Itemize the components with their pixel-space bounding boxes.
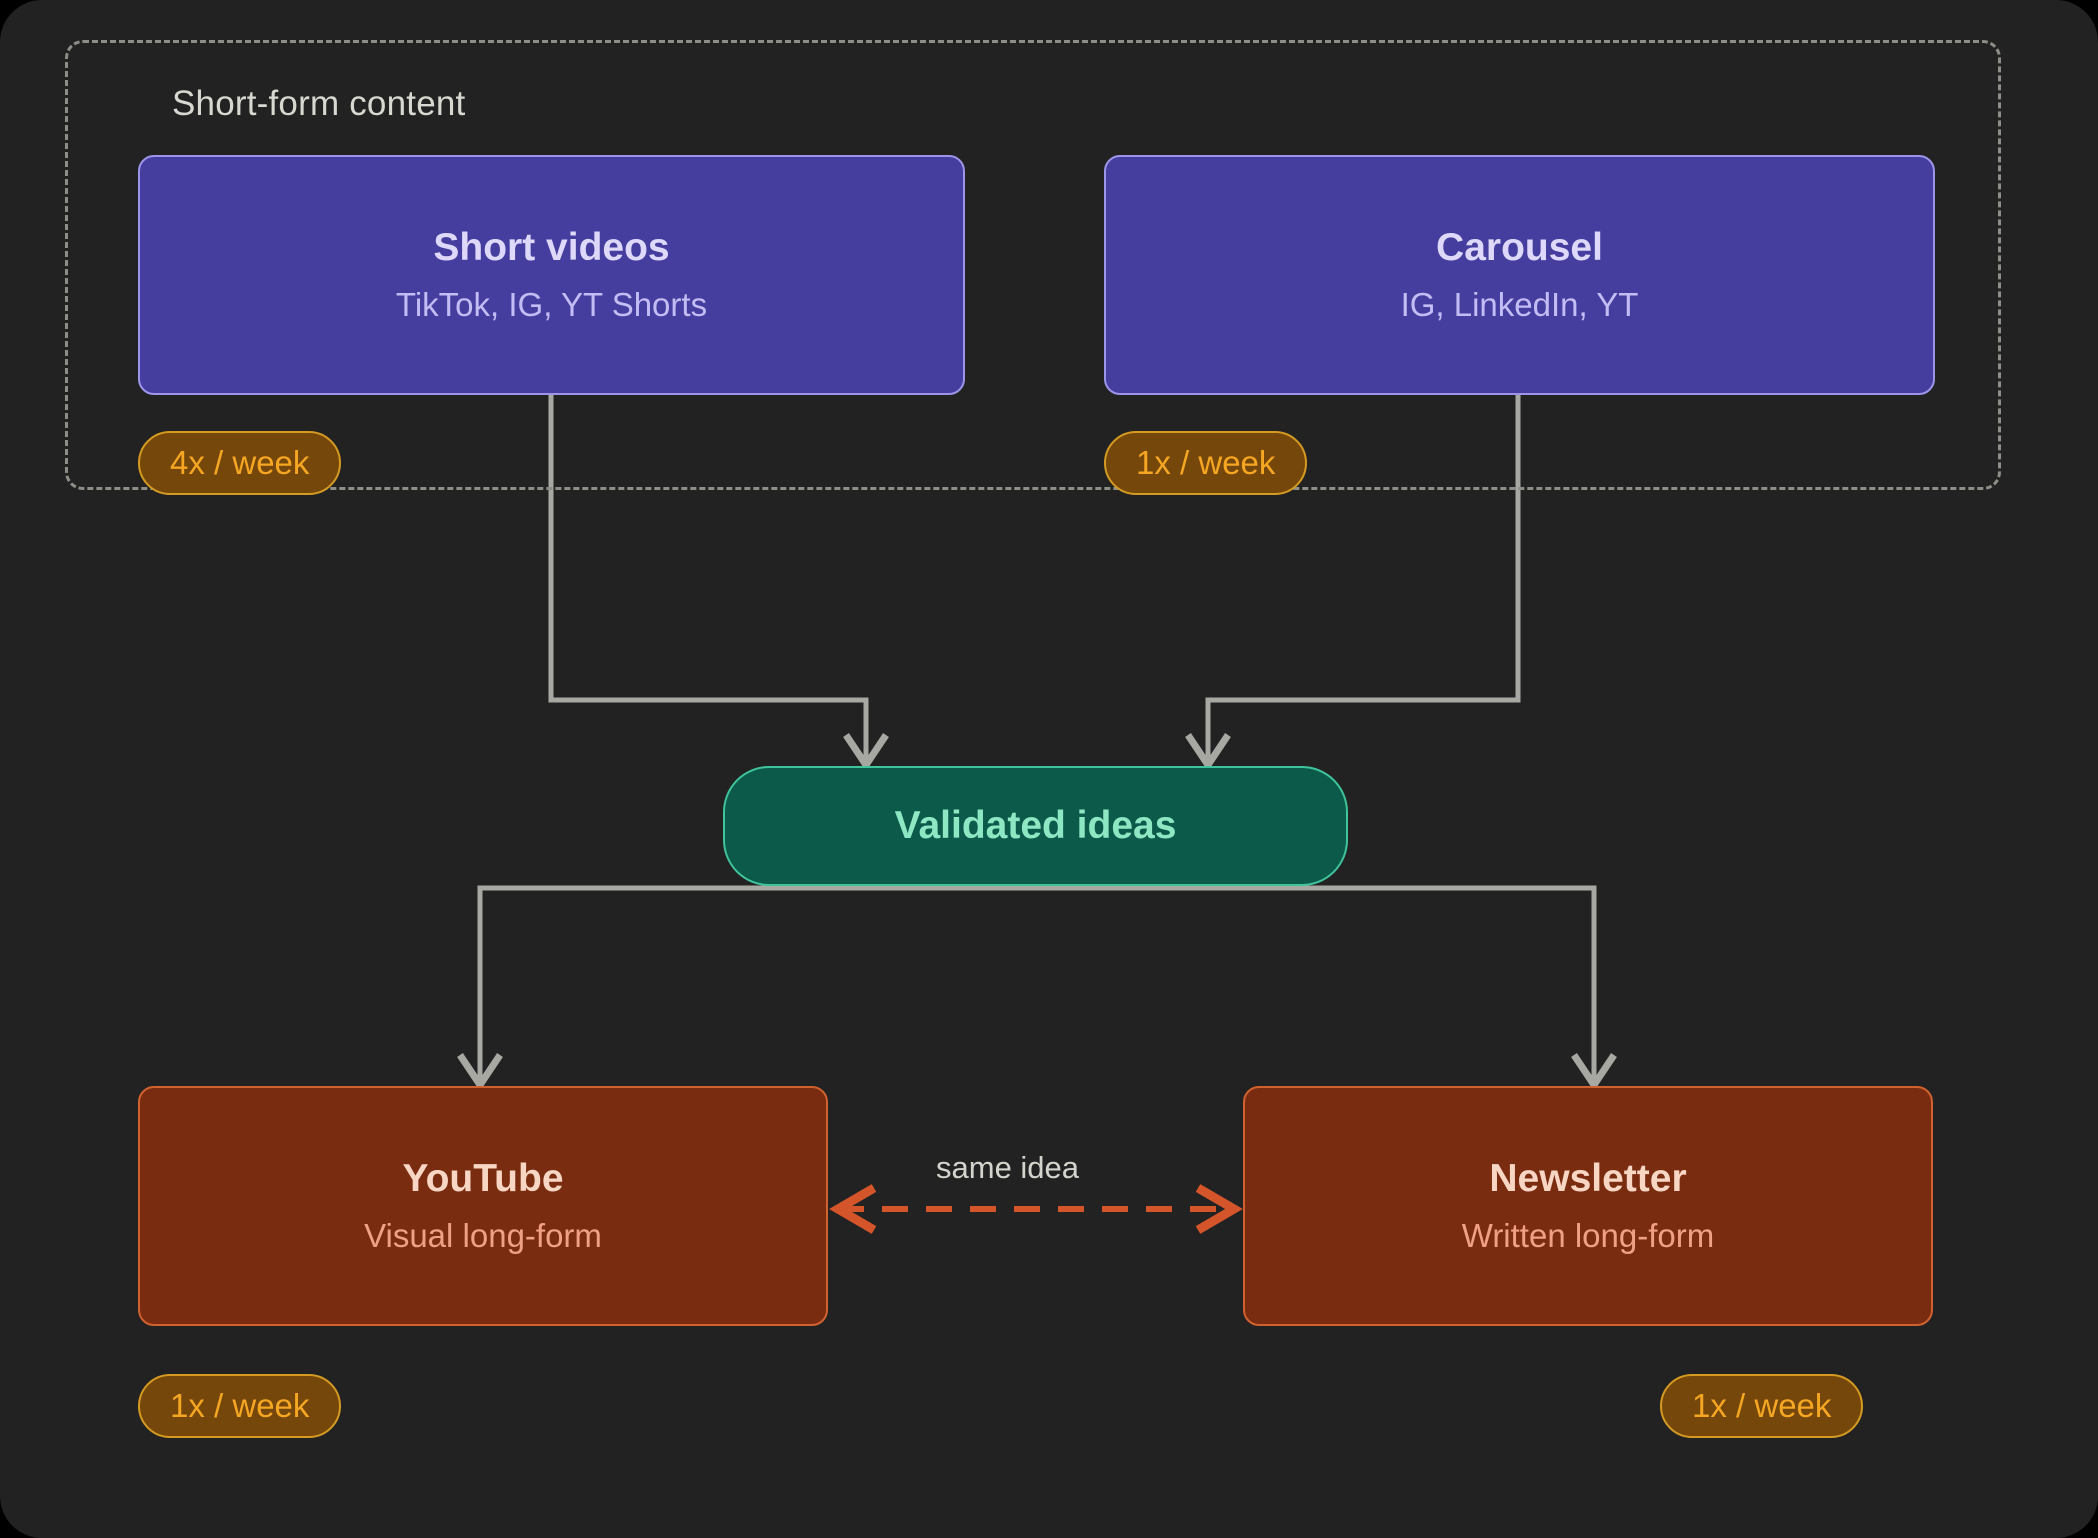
- node-title: YouTube: [402, 1156, 564, 1200]
- badge-short-videos-cadence[interactable]: 4x / week: [138, 431, 342, 495]
- badge-newsletter-cadence[interactable]: 1x / week: [1660, 1374, 1864, 1438]
- same-idea-label: same idea: [936, 1150, 1080, 1185]
- short-form-cluster: [65, 40, 2001, 490]
- node-newsletter[interactable]: Newsletter Written long-form: [1243, 1086, 1933, 1326]
- node-title: Short videos: [433, 225, 670, 269]
- badge-label: 1x / week: [1692, 1387, 1832, 1424]
- node-validated-ideas[interactable]: Validated ideas: [723, 766, 1348, 886]
- badge-youtube-cadence[interactable]: 1x / week: [138, 1374, 342, 1438]
- node-title: Newsletter: [1489, 1156, 1687, 1200]
- node-youtube[interactable]: YouTube Visual long-form: [138, 1086, 828, 1326]
- node-subtitle: Written long-form: [1461, 1216, 1715, 1254]
- node-short-videos[interactable]: Short videos TikTok, IG, YT Shorts: [138, 155, 965, 395]
- cluster-title: Short-form content: [172, 84, 466, 123]
- node-subtitle: Visual long-form: [364, 1216, 602, 1254]
- badge-label: 1x / week: [1136, 444, 1276, 481]
- badge-label: 1x / week: [170, 1387, 310, 1424]
- edge-validated-to-youtube: [457, 885, 1036, 1092]
- node-carousel[interactable]: Carousel IG, LinkedIn, YT: [1104, 155, 1935, 395]
- node-subtitle: IG, LinkedIn, YT: [1400, 285, 1639, 323]
- badge-carousel-cadence[interactable]: 1x / week: [1104, 431, 1308, 495]
- node-title: Validated ideas: [894, 803, 1177, 847]
- node-title: Carousel: [1436, 225, 1603, 269]
- badge-label: 4x / week: [170, 444, 310, 481]
- node-subtitle: TikTok, IG, YT Shorts: [395, 285, 708, 323]
- edge-validated-to-newsletter: [1036, 885, 1617, 1092]
